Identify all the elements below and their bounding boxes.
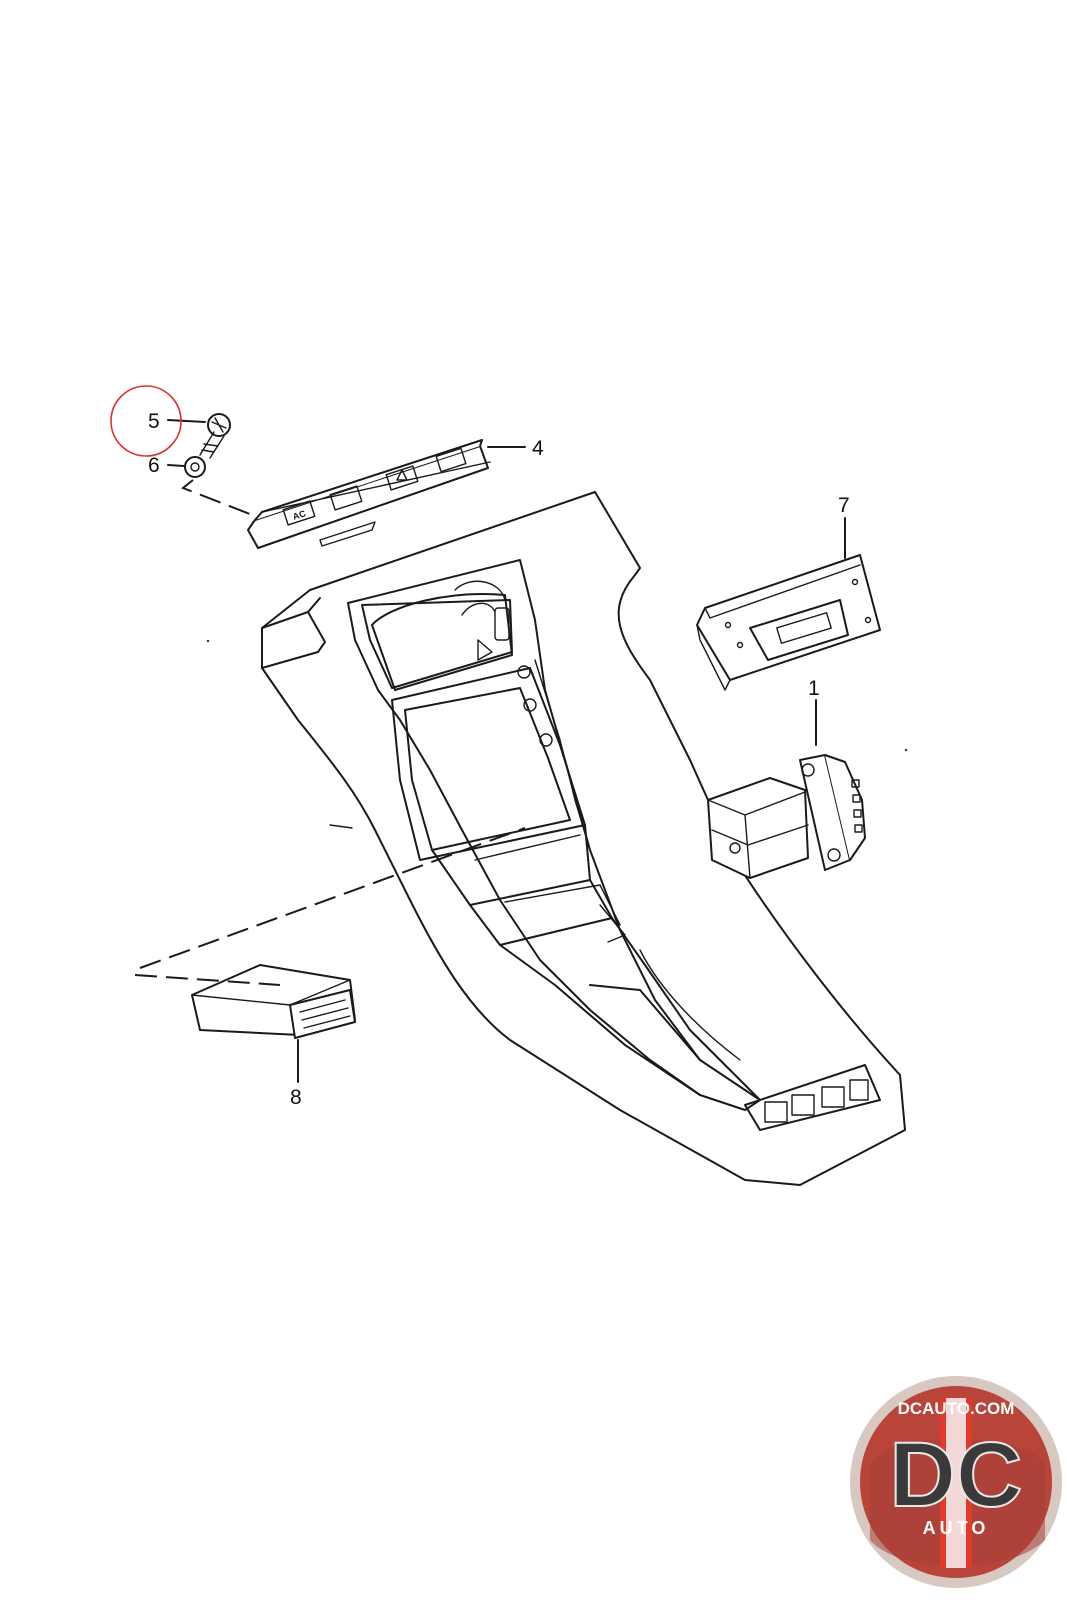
assembly-dash-line bbox=[139, 827, 526, 969]
part-7-display-module bbox=[696, 517, 881, 691]
ac-switch-label: AC bbox=[291, 508, 307, 522]
callout-7: 7 bbox=[838, 494, 850, 517]
center-console bbox=[261, 491, 906, 1186]
callout-line-5 bbox=[167, 419, 206, 423]
callout-6: 6 bbox=[148, 454, 160, 477]
callout-5: 5 bbox=[148, 410, 160, 433]
callout-labels: 5 6 4 7 1 8 bbox=[110, 385, 850, 1109]
logo-site-text: DCAUTO.COM bbox=[898, 1399, 1015, 1418]
highlight-circle-5 bbox=[110, 385, 182, 457]
callout-line-6 bbox=[167, 464, 185, 467]
part-4-switch-panel: AC bbox=[247, 439, 526, 549]
part-5-screw bbox=[167, 413, 231, 459]
part-8-control-module bbox=[134, 964, 356, 1083]
callout-1: 1 bbox=[808, 677, 820, 700]
part-6-nut bbox=[167, 456, 256, 517]
callout-4: 4 bbox=[532, 437, 544, 460]
part-1-control-unit bbox=[707, 699, 866, 879]
dcauto-logo: DCAUTO.COM DC AUTO bbox=[850, 1376, 1062, 1588]
logo-letters: DC bbox=[890, 1424, 1023, 1526]
callout-8: 8 bbox=[290, 1086, 302, 1109]
logo-sub-text: AUTO bbox=[923, 1518, 990, 1538]
